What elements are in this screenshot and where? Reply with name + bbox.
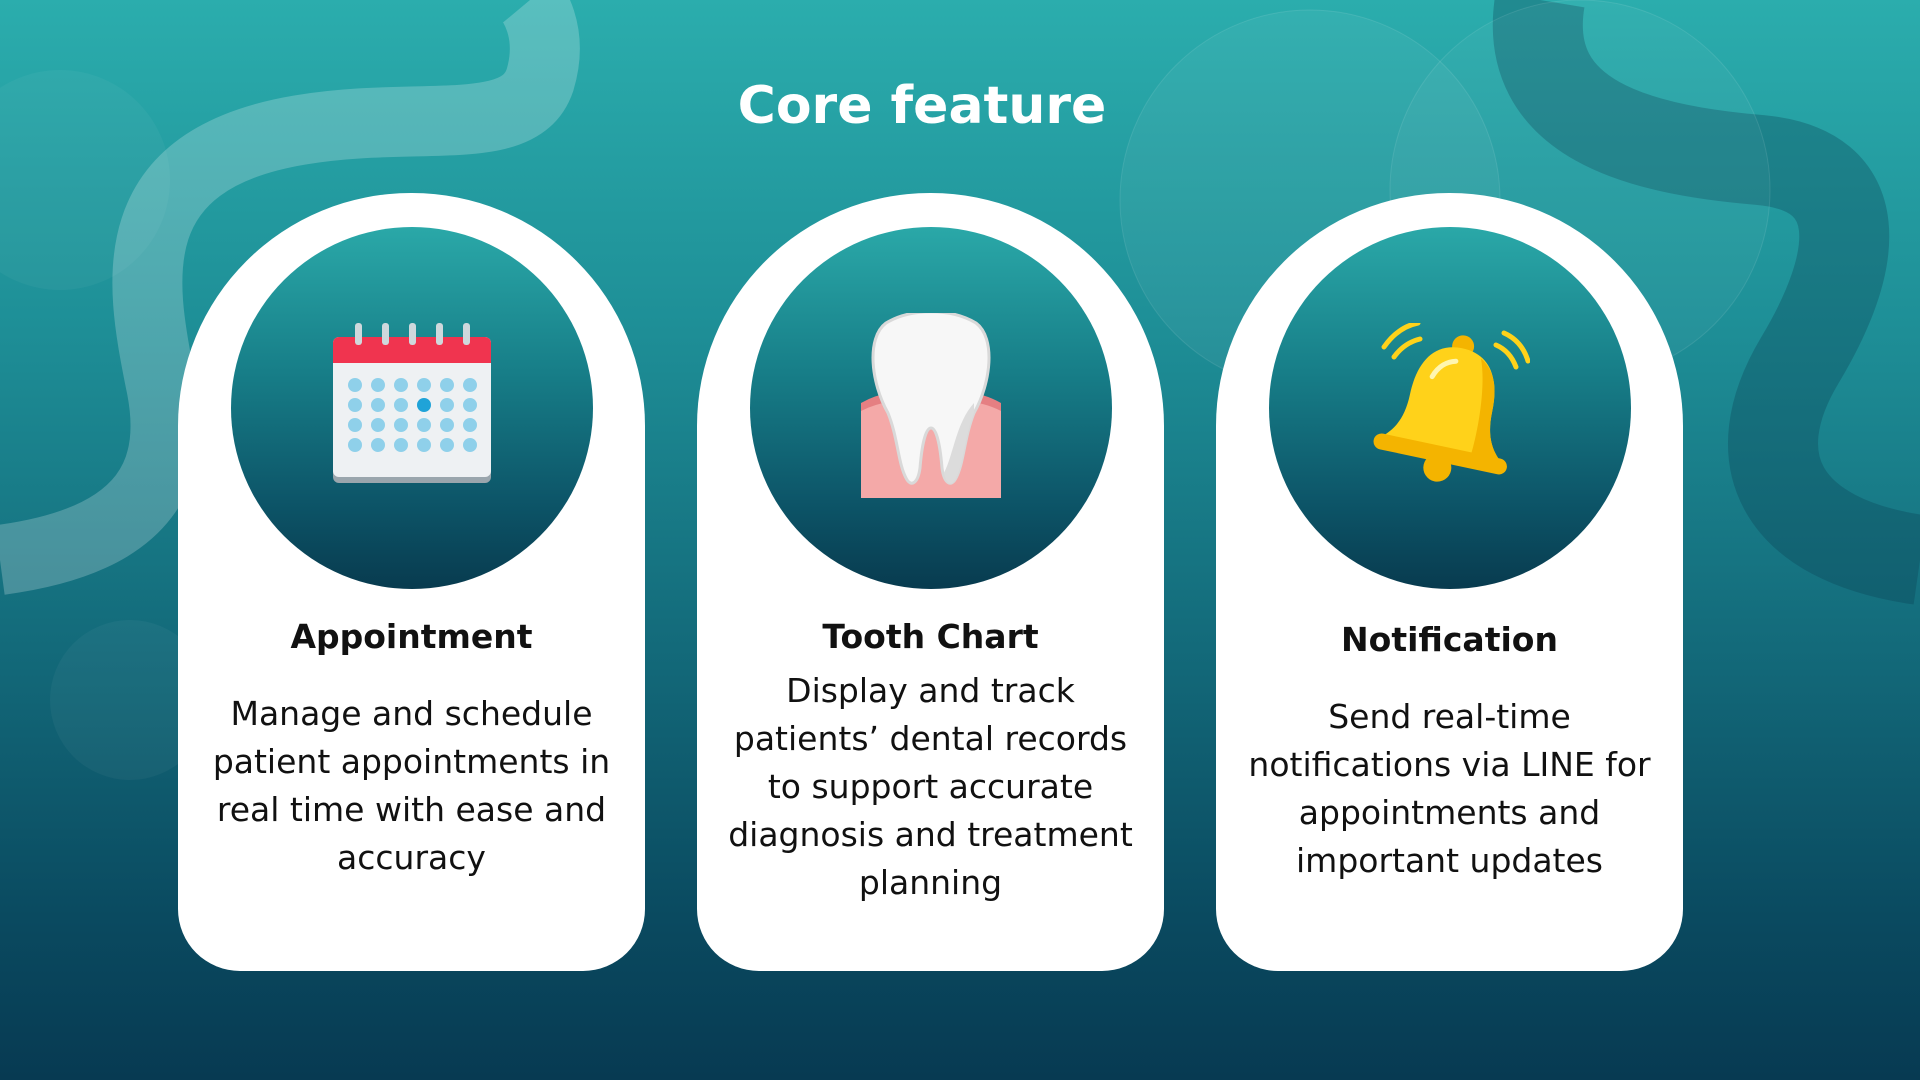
feature-card-tooth-chart: Tooth Chart Display and track patients’ … xyxy=(697,193,1164,971)
feature-description: Manage and schedule patient appointments… xyxy=(212,694,611,877)
feature-heading: Appointment xyxy=(290,617,533,656)
bell-icon xyxy=(1373,323,1530,482)
page-title: Core feature xyxy=(737,76,1107,136)
icon-circle xyxy=(231,227,593,589)
feature-card-notification: Notification Send real-time notification… xyxy=(1216,193,1683,971)
feature-description: Send real-time notifications via LINE fo… xyxy=(1248,697,1651,880)
feature-description: Display and track patients’ dental recor… xyxy=(728,671,1133,902)
icon-circle xyxy=(750,227,1112,589)
feature-heading: Tooth Chart xyxy=(822,617,1039,656)
feature-card-appointment: Appointment Manage and schedule patient … xyxy=(178,193,645,971)
tooth-icon xyxy=(861,313,1001,498)
feature-heading: Notification xyxy=(1341,620,1558,659)
calendar-icon xyxy=(333,323,491,483)
icon-circle xyxy=(1269,227,1631,589)
